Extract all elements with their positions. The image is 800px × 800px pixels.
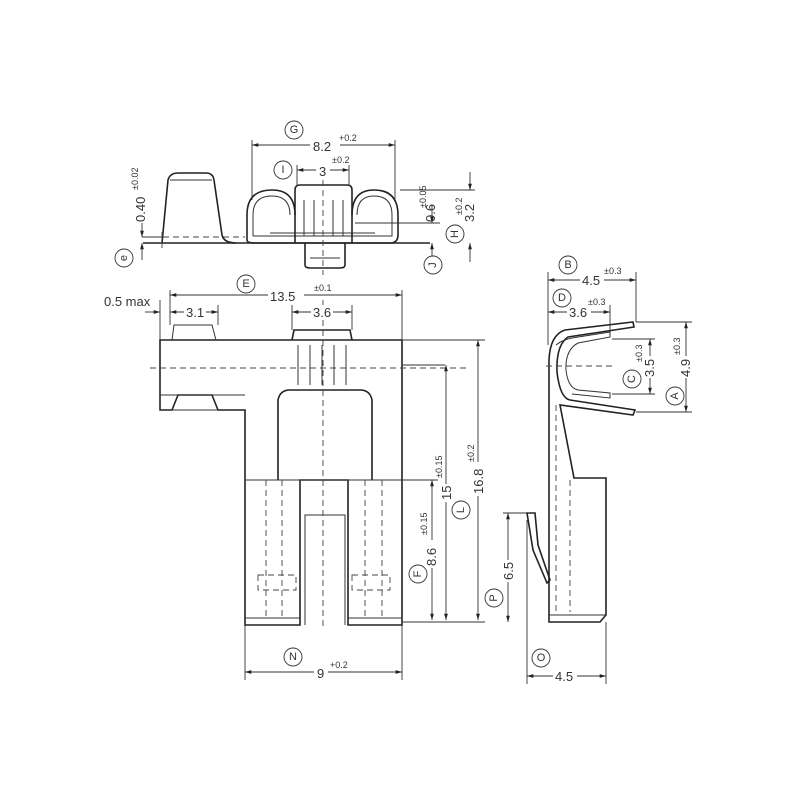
dim-B: 4.5 ±0.3 B [547, 255, 637, 345]
dim-tolerance: ±0.2 [466, 445, 476, 462]
dim-tolerance: +0.2 [339, 133, 357, 143]
dim-value: 8.2 [313, 139, 331, 154]
dim-value: 6.5 [501, 562, 516, 580]
dim-tolerance: ±0.15 [419, 513, 429, 535]
top-view [143, 172, 430, 275]
dim-L: 16.8 ±0.2 L [402, 339, 486, 620]
dim-value: 3.1 [186, 305, 204, 320]
callout-B: B [564, 259, 571, 271]
dim-value: 0.40 [133, 197, 148, 222]
dim-0-5-max: 0.5 max [104, 294, 161, 340]
dim-value: 4.5 [555, 669, 573, 684]
callout-C: C [626, 375, 638, 383]
dim-G: 8.2 +0.2 G [251, 120, 396, 200]
side-view [526, 321, 637, 623]
dim-15: 15 ±0.15 [402, 364, 454, 620]
callout-A: A [669, 392, 681, 400]
dim-O: 4.5 O [526, 520, 607, 684]
dim-value: 0.5 max [104, 294, 151, 309]
dim-J: 0.6 ±0.05 J [355, 186, 443, 275]
dim-tolerance: ±0.3 [604, 266, 621, 276]
dim-value: 8.6 [424, 548, 439, 566]
callout-e: e [118, 255, 130, 261]
dim-P: 6.5 P [484, 512, 530, 622]
dim-D: 3.6 ±0.3 D [548, 288, 611, 332]
dim-value: 9 [317, 666, 324, 681]
dim-tolerance: ±0.3 [588, 297, 605, 307]
dim-value: 3.6 [313, 305, 331, 320]
dim-tolerance: ±0.05 [418, 186, 428, 208]
dim-value: 4.9 [678, 359, 693, 377]
dim-F: 8.6 ±0.15 F [402, 479, 485, 623]
callout-G: G [290, 124, 299, 136]
dim-value: 0.6 [423, 204, 438, 222]
callout-O: O [537, 652, 546, 664]
callout-I: I [281, 164, 284, 176]
dim-I: 3 ±0.2 I [273, 155, 349, 185]
dim-value: 3.5 [642, 359, 657, 377]
dim-E: 13.5 ±0.1 E [169, 274, 403, 340]
callout-P: P [488, 594, 500, 601]
dim-value: 3 [319, 164, 326, 179]
dim-tolerance: ±0.2 [332, 155, 349, 165]
callout-E: E [242, 278, 249, 290]
dim-tolerance: ±0.3 [634, 345, 644, 362]
dim-e: 0.40 ±0.02 e [114, 168, 162, 268]
dim-tolerance: ±0.02 [130, 168, 140, 190]
dim-3-6: 3.6 [291, 305, 353, 330]
callout-F: F [412, 570, 424, 577]
dim-tolerance: +0.2 [330, 660, 348, 670]
dim-value: 4.5 [582, 273, 600, 288]
callout-L: L [455, 507, 467, 513]
dim-value: 3.2 [462, 204, 477, 222]
dim-value: 13.5 [270, 289, 295, 304]
dim-value: 16.8 [471, 469, 486, 494]
dim-N: 9 +0.2 N [244, 625, 403, 681]
callout-D: D [558, 292, 566, 304]
callout-H: H [449, 230, 461, 238]
callout-J: J [427, 262, 439, 268]
dim-tolerance: ±0.3 [672, 338, 682, 355]
dim-A: 4.9 ±0.3 A [636, 321, 693, 413]
dim-3-1: 3.1 [170, 305, 219, 325]
dim-value: 3.6 [569, 305, 587, 320]
dim-tolerance: ±0.1 [314, 283, 331, 293]
dim-tolerance: ±0.15 [434, 456, 444, 478]
callout-N: N [289, 651, 297, 663]
dim-H: 3.2 ±0.2 H [400, 172, 477, 262]
dim-tolerance: ±0.2 [454, 198, 464, 215]
dim-value: 15 [439, 486, 454, 500]
dim-C: 3.5 ±0.3 C [612, 338, 657, 395]
